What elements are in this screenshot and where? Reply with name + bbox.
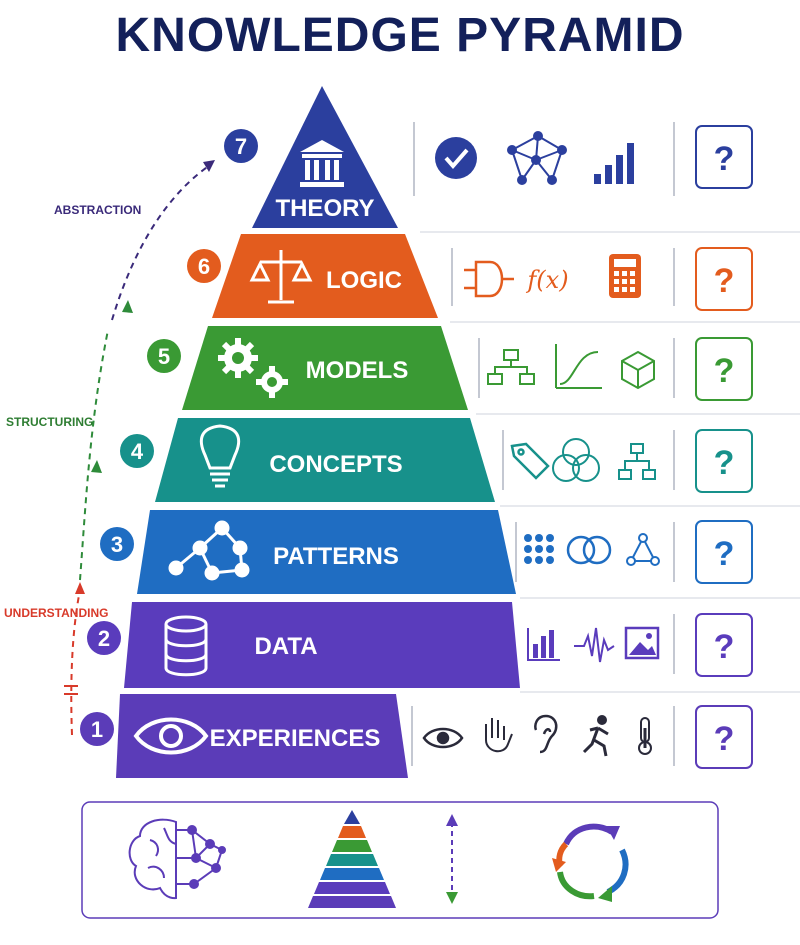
question-mark: ? xyxy=(714,720,735,758)
hierarchy-icon xyxy=(618,443,656,480)
lightbulb-icon xyxy=(199,424,241,488)
tier-label-theory: THEORY xyxy=(275,195,374,222)
question-mark: ? xyxy=(714,140,735,178)
bar-chart-icon xyxy=(594,143,634,184)
waveform-icon xyxy=(574,627,615,663)
curve-graph-icon xyxy=(555,344,602,389)
structuring-arrow xyxy=(79,329,109,581)
question-box-2[interactable] xyxy=(695,613,753,677)
triangle-nodes-icon xyxy=(626,533,660,566)
tier-label-logic: LOGIC xyxy=(326,267,402,294)
question-box-6[interactable] xyxy=(695,247,753,311)
understanding-arrowhead xyxy=(75,582,85,594)
tier-label-concepts: CONCEPTS xyxy=(269,451,402,478)
question-mark: ? xyxy=(714,262,735,300)
badge-5 xyxy=(147,339,181,373)
gears-icon xyxy=(218,338,288,398)
question-mark: ? xyxy=(714,628,735,666)
venn-diagram-icon xyxy=(552,438,600,482)
badge-4 xyxy=(120,434,154,468)
eye-icon xyxy=(422,727,464,749)
badge-number: 1 xyxy=(91,717,103,742)
bottom-panel xyxy=(81,801,719,919)
question-box-3[interactable] xyxy=(695,520,753,584)
dot-grid-icon xyxy=(524,534,554,564)
hand-icon xyxy=(485,718,513,753)
progression-arrows xyxy=(70,164,211,736)
side-label-structuring: STRUCTURING xyxy=(6,415,93,429)
badge-7 xyxy=(224,129,258,163)
tier-models xyxy=(182,326,468,410)
question-box-1[interactable] xyxy=(695,705,753,769)
badge-2 xyxy=(87,621,121,655)
mini-pyramid-icon xyxy=(308,810,396,908)
bar-chart-icon xyxy=(527,628,560,661)
tier-experiences xyxy=(116,694,408,778)
logic-gate-icon xyxy=(464,260,514,298)
column-separators xyxy=(411,122,675,766)
abstraction-arrowhead xyxy=(203,160,215,172)
tag-icon xyxy=(510,442,550,480)
scales-icon xyxy=(249,250,313,304)
tier-data xyxy=(124,602,520,688)
badge-number: 7 xyxy=(235,134,247,159)
database-icon xyxy=(164,615,208,677)
cycle-arrows-icon xyxy=(552,823,629,902)
page-title: KNOWLEDGE PYRAMID xyxy=(115,9,685,62)
structuring-arrowhead xyxy=(91,460,102,473)
network-nodes-icon xyxy=(168,520,250,581)
question-mark: ? xyxy=(714,352,735,390)
question-box-4[interactable] xyxy=(695,429,753,493)
question-mark: ? xyxy=(714,535,735,573)
function-icon: f(x) xyxy=(525,266,568,294)
badge-number: 4 xyxy=(131,439,144,464)
tier-patterns xyxy=(137,510,516,594)
pyramid-tiers xyxy=(116,86,520,778)
eye-icon xyxy=(133,717,209,755)
flowchart-icon xyxy=(487,349,535,385)
brain-network-icon xyxy=(128,818,226,900)
badge-number: 5 xyxy=(158,344,170,369)
question-boxes xyxy=(695,125,753,769)
understanding-arrow xyxy=(70,589,81,736)
overlap-circles-icon xyxy=(566,535,612,565)
question-box-5[interactable] xyxy=(695,337,753,401)
network-icon xyxy=(507,131,567,185)
checkmark-icon xyxy=(435,137,477,179)
calculator-icon xyxy=(609,254,641,298)
badge-3 xyxy=(100,527,134,561)
badge-number: 2 xyxy=(98,626,110,651)
tier-label-patterns: PATTERNS xyxy=(273,543,399,570)
abstraction-arrow xyxy=(111,164,211,321)
side-label-understanding: UNDERSTANDING xyxy=(4,606,108,620)
badge-number: 3 xyxy=(111,532,123,557)
image-icon xyxy=(624,626,660,660)
badge-1 xyxy=(80,712,114,746)
side-label-abstraction: ABSTRACTION xyxy=(54,203,141,217)
structuring-arrowhead-2 xyxy=(122,300,133,313)
badge-number: 6 xyxy=(198,254,210,279)
badge-6 xyxy=(187,249,221,283)
vertical-arrow-icon xyxy=(446,814,458,904)
running-person-icon xyxy=(582,715,609,757)
tier-label-experiences: EXPERIENCES xyxy=(210,725,381,752)
tier-logic xyxy=(212,234,438,318)
question-mark: ? xyxy=(714,444,735,482)
bank-icon xyxy=(300,140,344,187)
question-box-7[interactable] xyxy=(695,125,753,189)
thermometer-icon xyxy=(638,717,652,755)
ear-icon xyxy=(534,714,558,754)
badges xyxy=(80,129,258,746)
tier-label-data: DATA xyxy=(254,633,317,660)
cube-icon xyxy=(621,350,655,390)
arrow-base-marker xyxy=(64,685,78,695)
row-dividers xyxy=(420,231,800,693)
tier-label-models: MODELS xyxy=(306,357,409,384)
